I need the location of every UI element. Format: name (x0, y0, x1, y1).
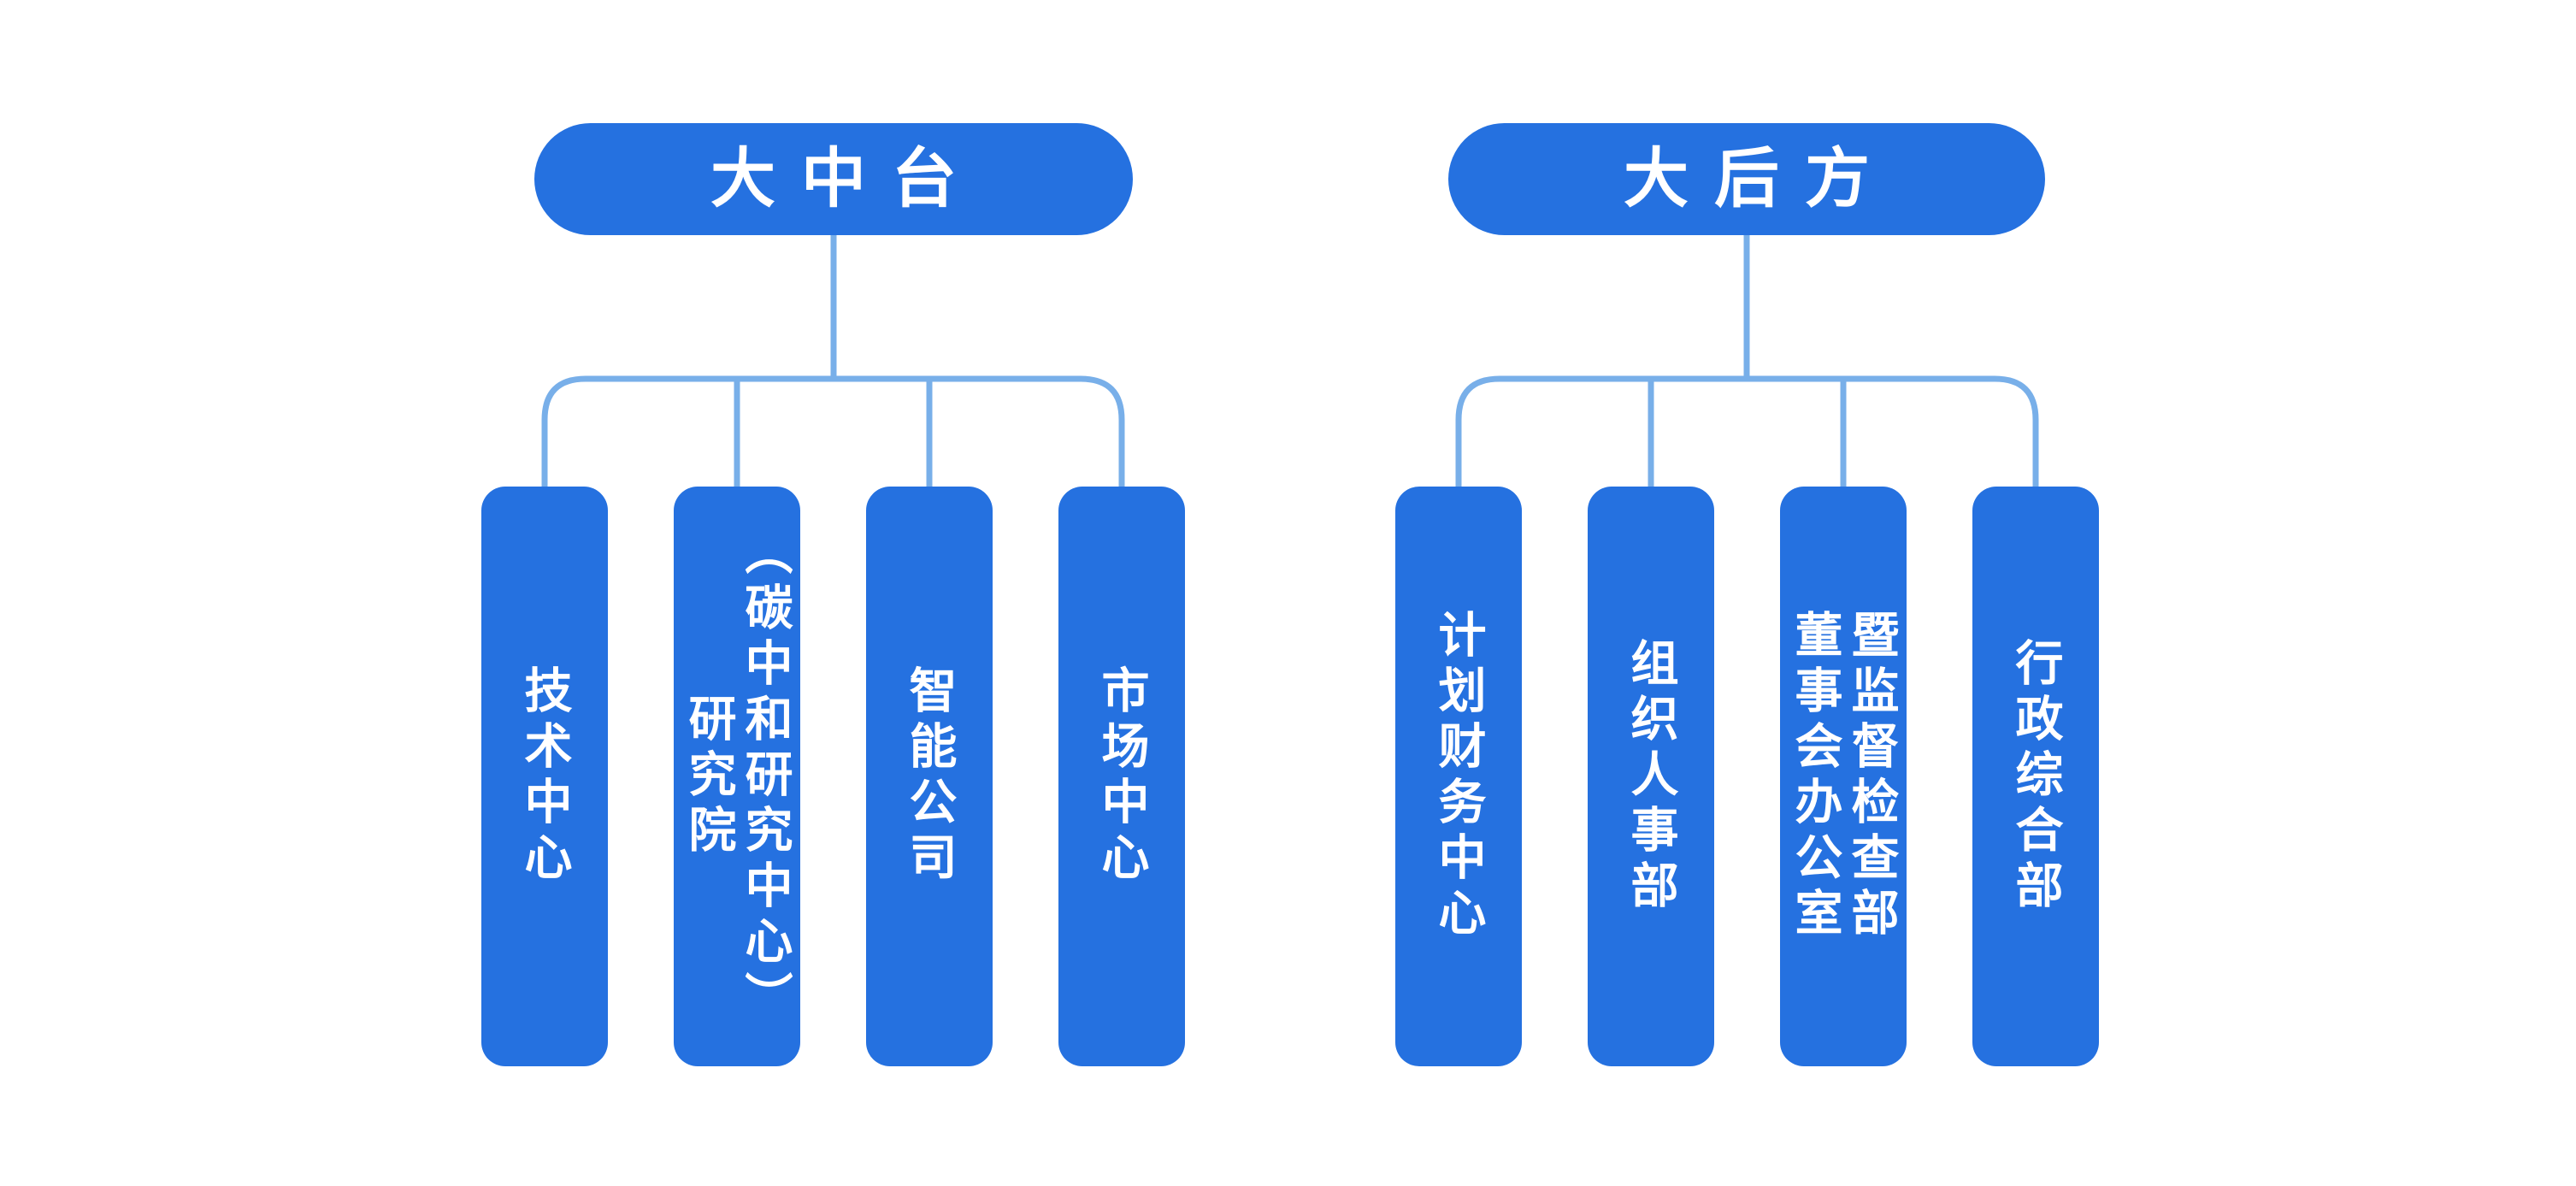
child-node-tech-center[interactable]: 技术中心 (481, 487, 608, 1066)
child-node-label: 技术中心 (518, 665, 572, 888)
child-node-label: （碳中和研究中心） (739, 526, 793, 1027)
child-node-label: 智能公司 (903, 665, 957, 888)
child-node-label: 行政综合部 (2009, 637, 2063, 916)
child-node-planning-finance-center[interactable]: 计划财务中心 (1395, 487, 1522, 1066)
child-node-label: 暨监督检查部 (1845, 610, 1899, 943)
child-node-organization-hr-dept[interactable]: 组织人事部 (1588, 487, 1714, 1066)
child-node-label: 市场中心 (1095, 665, 1149, 888)
child-node-label: 研究院 (682, 693, 736, 860)
root-node-group-2[interactable]: 大后方 (1448, 123, 2045, 235)
child-node-market-center[interactable]: 市场中心 (1058, 487, 1185, 1066)
child-node-research-institute[interactable]: 研究院 （碳中和研究中心） (674, 487, 800, 1066)
child-node-board-office-supervision-dept[interactable]: 董事会办公室 暨监督检查部 (1780, 487, 1907, 1066)
group-2-bus-connector (1455, 375, 2039, 489)
child-node-intelligence-company[interactable]: 智能公司 (866, 487, 993, 1066)
root-node-group-1[interactable]: 大中台 (534, 123, 1133, 235)
child-node-label: 组织人事部 (1624, 637, 1678, 916)
child-node-label: 计划财务中心 (1432, 610, 1486, 943)
child-node-label: 董事会办公室 (1789, 610, 1842, 943)
group-1-bus-connector (541, 375, 1125, 489)
child-node-admin-general-dept[interactable]: 行政综合部 (1972, 487, 2099, 1066)
